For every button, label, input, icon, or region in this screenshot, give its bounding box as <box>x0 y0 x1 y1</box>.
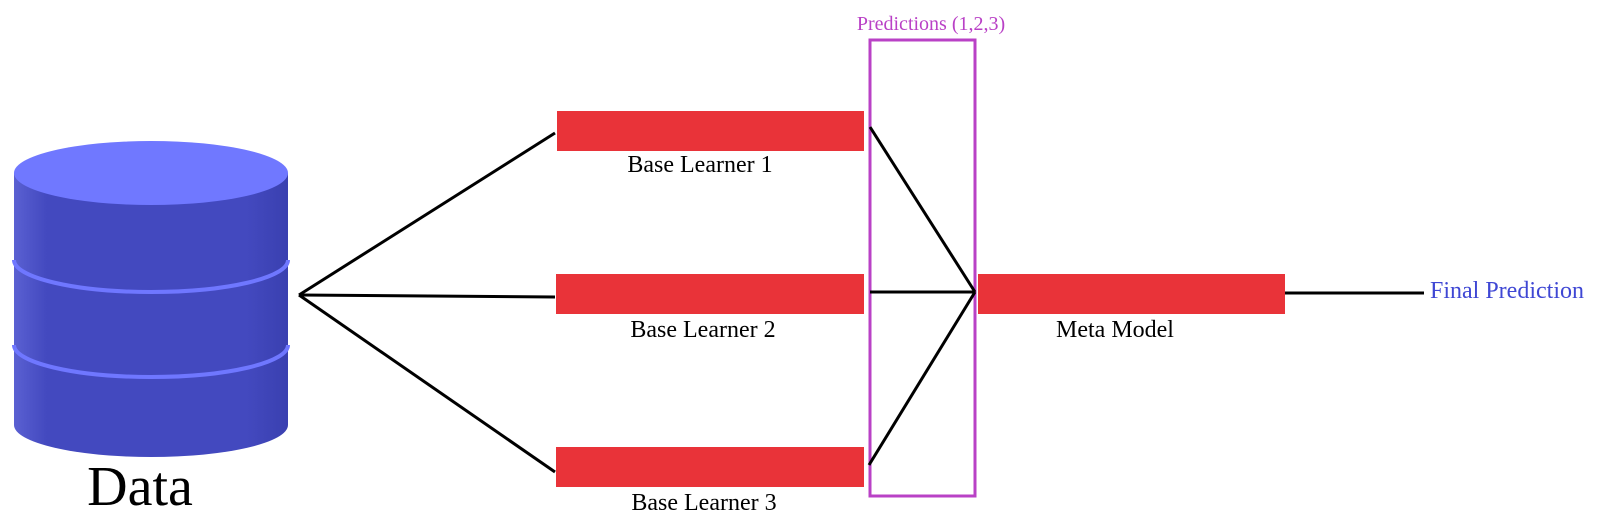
predictions-box <box>868 38 977 498</box>
base-learner-3-label: Base Learner 3 <box>631 490 776 516</box>
base-learner-1-bar <box>557 111 864 151</box>
connector-data-learner-2 <box>298 293 556 299</box>
data-label: Data <box>87 456 193 518</box>
database-icon <box>12 141 290 457</box>
meta-model-label: Meta Model <box>1056 317 1174 343</box>
base-learner-2-bar <box>556 274 864 314</box>
base-learner-2-label: Base Learner 2 <box>630 317 775 343</box>
prediction-connectors <box>867 126 977 466</box>
connector-learner-3-meta <box>867 291 977 466</box>
connector-data-learner-1 <box>298 131 556 297</box>
connector-learner-1-meta <box>868 126 977 293</box>
data-connectors <box>298 131 556 474</box>
base-learner-1-label: Base Learner 1 <box>627 152 772 178</box>
connector-data-learner-3 <box>298 293 556 474</box>
predictions-label: Predictions (1,2,3) <box>857 13 1005 35</box>
base-learner-3-bar <box>556 447 864 487</box>
meta-model-bar <box>978 274 1285 314</box>
final-prediction-label: Final Prediction <box>1430 278 1584 304</box>
